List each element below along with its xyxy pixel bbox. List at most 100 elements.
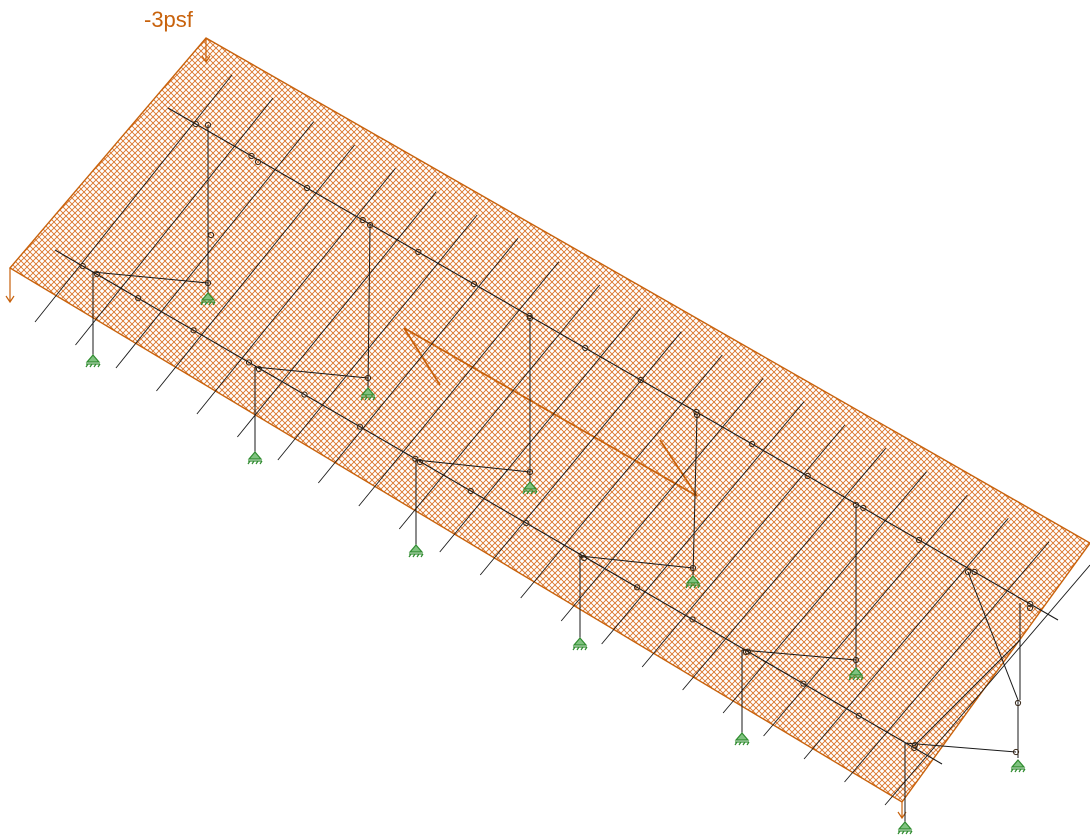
member-release-hinge-icon [359, 216, 366, 224]
member-release-hinge-icon [190, 327, 197, 334]
member-release-hinge-icon [415, 248, 422, 256]
brace[interactable] [579, 555, 694, 569]
member-release-hinge-icon [911, 744, 918, 752]
member-release-hinge-icon [245, 359, 253, 366]
member-release-hinge-icon [303, 184, 311, 192]
pinned-support-icon[interactable] [897, 821, 913, 835]
purlin[interactable] [115, 121, 315, 369]
member-release-hinge-icon [855, 712, 862, 719]
member-release-hinge-icon [366, 221, 374, 229]
pinned-support-icon[interactable] [848, 667, 864, 681]
member-release-hinge-icon [582, 344, 589, 352]
purlin[interactable] [682, 448, 887, 691]
member-release-hinge-icon [248, 152, 255, 160]
pinned-support-icon[interactable] [360, 387, 376, 401]
member-release-hinge-icon [693, 408, 700, 416]
pinned-support-icon[interactable] [572, 637, 588, 651]
purlin[interactable] [601, 401, 805, 645]
purlin[interactable] [763, 494, 968, 737]
purlin[interactable] [844, 541, 1050, 783]
member-release-hinge-icon [637, 376, 644, 384]
purlin[interactable] [358, 261, 560, 507]
brace[interactable] [967, 571, 1019, 701]
member-release-hinge-icon [742, 648, 750, 656]
brace[interactable] [741, 649, 857, 661]
lower-beam[interactable] [54, 249, 943, 765]
member-release-hinge-icon [1027, 600, 1034, 608]
load-arrow-icon [201, 38, 211, 64]
member-release-hinge-icon [689, 564, 697, 572]
member-release-hinge-icon [135, 295, 142, 302]
member-release-hinge-icon [470, 280, 478, 288]
purlin[interactable] [803, 518, 1009, 760]
purlin[interactable] [34, 74, 233, 323]
member-release-hinge-icon [255, 365, 263, 373]
pinned-support-icon[interactable] [408, 544, 424, 558]
brace[interactable] [904, 742, 1017, 753]
pinned-support-icon[interactable] [685, 575, 701, 589]
member-release-hinge-icon [852, 656, 860, 664]
roof-area-load[interactable] [8, 37, 1090, 803]
member-release-hinge-icon [964, 568, 972, 576]
member-release-hinge-icon [1012, 748, 1020, 756]
member-release-hinge-icon [911, 741, 919, 749]
member-release-hinge-icon [1014, 699, 1022, 707]
member-release-hinge-icon [526, 468, 534, 476]
load-value-label: -3psf [144, 7, 194, 32]
purlin[interactable] [196, 168, 396, 415]
purlin[interactable] [722, 471, 927, 714]
pinned-support-icon[interactable] [522, 481, 538, 495]
member-release-hinge-icon [860, 504, 867, 512]
load-arrow-icon [5, 268, 15, 304]
brace[interactable] [415, 459, 531, 473]
purlin[interactable] [520, 354, 723, 599]
post[interactable] [692, 414, 698, 577]
purlin[interactable] [277, 214, 478, 461]
member-release-hinge-icon [1026, 604, 1034, 612]
member-release-hinge-icon [800, 680, 807, 687]
member-release-hinge-icon [412, 455, 419, 462]
member-release-hinge-icon [467, 487, 474, 495]
brace[interactable] [254, 366, 369, 379]
brace[interactable] [914, 639, 1021, 746]
member-release-hinge-icon [580, 554, 588, 562]
pinned-support-icon[interactable] [734, 732, 750, 746]
purlin[interactable] [641, 424, 846, 668]
purlin[interactable] [884, 564, 1090, 806]
member-release-hinge-icon [526, 314, 534, 322]
member-release-hinge-icon [254, 158, 262, 166]
purlin[interactable] [398, 284, 601, 530]
purlin[interactable] [237, 191, 437, 438]
pinned-support-icon[interactable] [200, 292, 216, 306]
purlin[interactable] [317, 238, 519, 484]
member-release-hinge-icon [915, 536, 923, 544]
member-release-hinge-icon [93, 270, 101, 278]
hinges-layer [79, 120, 1034, 756]
member-release-hinge-icon [301, 391, 308, 398]
member-release-hinge-icon [852, 501, 860, 509]
supports-layer [85, 292, 1026, 835]
members-layer [34, 74, 1090, 822]
upper-beam[interactable] [167, 107, 1059, 621]
pinned-support-icon[interactable] [85, 354, 101, 368]
purlin[interactable] [75, 98, 274, 346]
purlin[interactable] [439, 308, 641, 553]
member-release-hinge-icon [207, 231, 215, 239]
member-release-hinge-icon [693, 411, 701, 419]
member-release-hinge-icon [416, 458, 424, 466]
brace[interactable] [92, 271, 209, 284]
member-release-hinge-icon [79, 262, 86, 270]
purlin[interactable] [560, 378, 764, 622]
member-release-hinge-icon [523, 519, 530, 527]
pinned-support-icon[interactable] [1010, 759, 1026, 773]
member-release-hinge-icon [204, 121, 212, 129]
purlin[interactable] [479, 331, 682, 576]
member-release-hinge-icon [748, 440, 756, 448]
purlin[interactable] [156, 144, 355, 392]
member-release-hinge-icon [804, 472, 811, 480]
post[interactable] [367, 224, 371, 389]
member-release-hinge-icon [204, 279, 212, 287]
member-release-hinge-icon [192, 120, 199, 128]
pinned-support-icon[interactable] [247, 451, 263, 465]
